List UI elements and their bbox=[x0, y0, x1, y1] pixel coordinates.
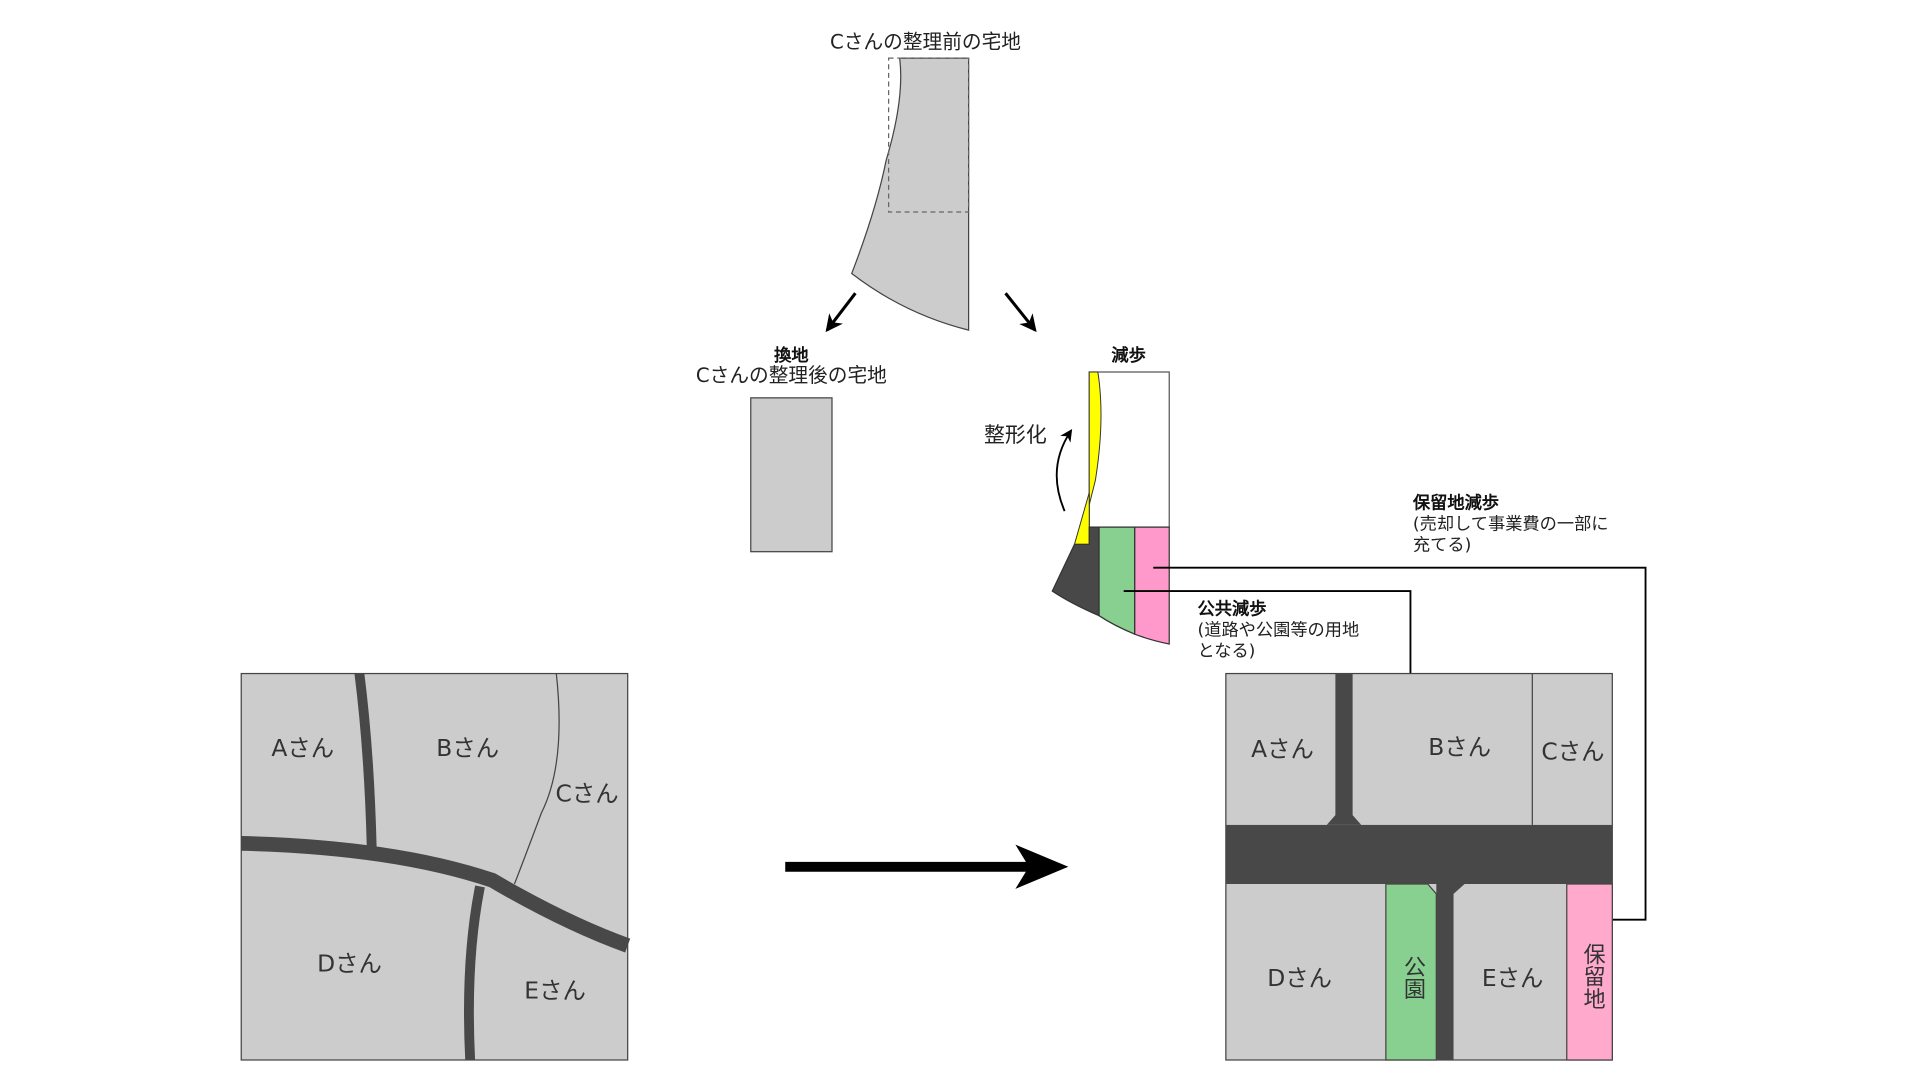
reshape-area-lower bbox=[1073, 492, 1090, 545]
before-label-e: Eさん bbox=[524, 976, 586, 1004]
reshape-arrow bbox=[1055, 429, 1073, 512]
road-de-before bbox=[464, 885, 485, 1061]
before-label-a: Aさん bbox=[271, 734, 334, 762]
after-label-d: Dさん bbox=[1267, 964, 1332, 992]
kanchi-title: 換地 bbox=[774, 345, 808, 366]
public-reduction-area bbox=[1098, 526, 1136, 636]
boundary-bc-before bbox=[513, 673, 560, 885]
park-lot bbox=[1385, 883, 1437, 1061]
after-map: Aさん Bさん Cさん Dさん Eさん 公園 保留地 bbox=[1225, 672, 1613, 1061]
kokyo-genbu-line1: (道路や公園等の用地 bbox=[1198, 620, 1360, 640]
road-ab-before bbox=[354, 672, 377, 848]
after-label-a: Aさん bbox=[1251, 735, 1314, 763]
park-label: 公園 bbox=[1400, 955, 1426, 1000]
horyuchi-genbu-title: 保留地減歩 bbox=[1412, 493, 1499, 514]
after-label-b: Bさん bbox=[1428, 733, 1491, 761]
genbu-frame bbox=[1088, 371, 1170, 528]
horyuchi-genbu-line2: 充てる) bbox=[1413, 535, 1471, 555]
before-label-b: Bさん bbox=[436, 734, 499, 762]
kokyo-genbu-title: 公共減歩 bbox=[1198, 598, 1267, 619]
horyuchi-genbu-line1: (売却して事業費の一部に bbox=[1413, 515, 1609, 535]
road-reduction-area bbox=[1051, 526, 1100, 617]
reshape-area-upper bbox=[1088, 371, 1102, 506]
after-label-c: Cさん bbox=[1541, 738, 1604, 766]
after-label-e: Eさん bbox=[1482, 964, 1544, 992]
reserve-leader-arrow bbox=[1153, 566, 1647, 926]
kokyo-genbu-line2: となる) bbox=[1198, 641, 1256, 661]
road-lower-after bbox=[1436, 884, 1465, 1060]
genbu-title: 減歩 bbox=[1111, 345, 1145, 366]
arrow-to-kanchi bbox=[825, 292, 857, 333]
road-main-before bbox=[241, 836, 631, 953]
arrow-to-genbu bbox=[1004, 292, 1037, 333]
target-shape-outline bbox=[888, 57, 970, 213]
seikeika-label: 整形化 bbox=[984, 423, 1047, 447]
before-map: Aさん Bさん Cさん Dさん Eさん bbox=[240, 672, 631, 1061]
before-label-d: Dさん bbox=[317, 949, 382, 977]
transform-arrow-head bbox=[1015, 844, 1069, 889]
reserve-lot bbox=[1566, 883, 1613, 1061]
kanchi-lot bbox=[750, 397, 833, 553]
reserve-label: 保留地 bbox=[1580, 943, 1606, 1009]
reserve-reduction-area bbox=[1134, 526, 1170, 645]
before-label-c: Cさん bbox=[556, 780, 619, 808]
before-lot-title: Cさんの整理前の宅地 bbox=[830, 30, 1021, 53]
road-main-after bbox=[1225, 824, 1613, 884]
kanchi-subtitle: Cさんの整理後の宅地 bbox=[696, 364, 887, 387]
road-upper-after bbox=[1326, 673, 1362, 825]
original-lot-c bbox=[850, 57, 970, 331]
